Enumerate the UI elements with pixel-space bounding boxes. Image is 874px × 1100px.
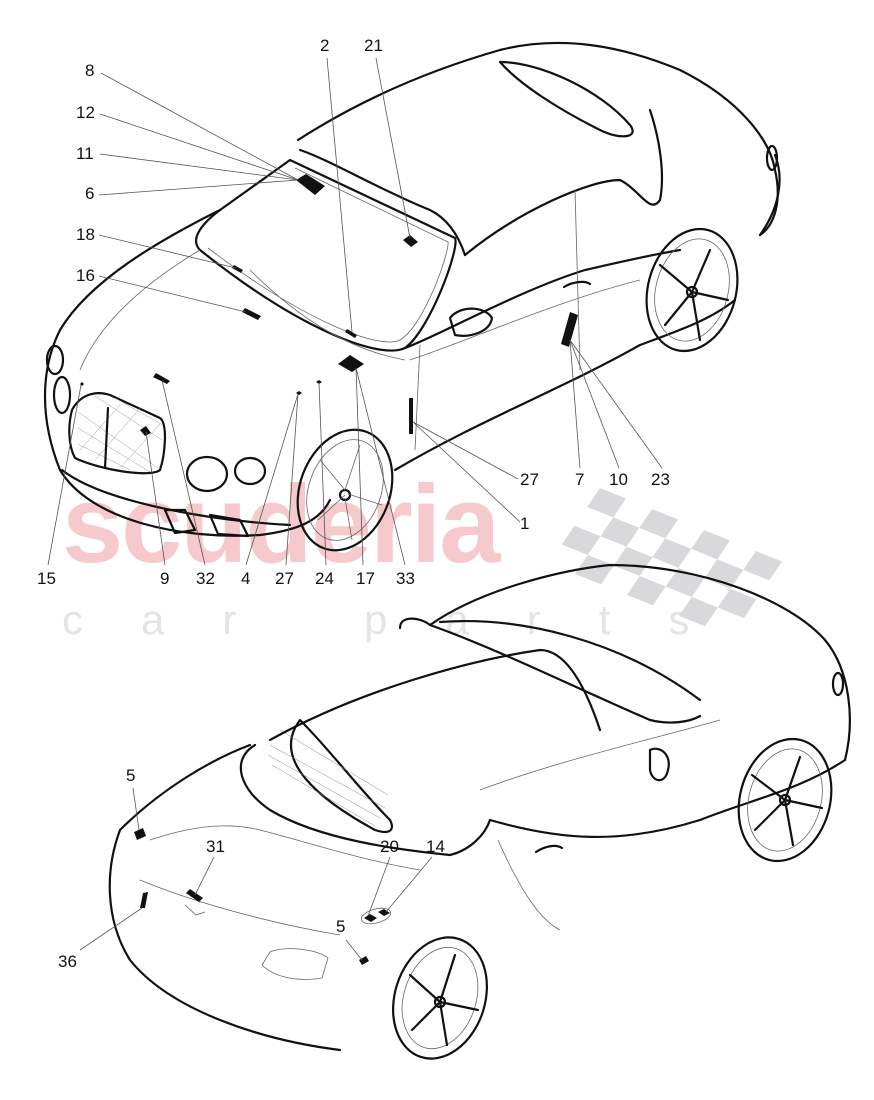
callout-12[interactable]: 12 bbox=[76, 103, 95, 122]
callout-27-side[interactable]: 27 bbox=[520, 470, 539, 489]
decal-windscreen-top bbox=[296, 174, 325, 195]
callout-7[interactable]: 7 bbox=[575, 470, 585, 489]
decal-32 bbox=[153, 373, 170, 384]
callout-5-left[interactable]: 5 bbox=[126, 766, 136, 785]
callout-23[interactable]: 23 bbox=[651, 470, 670, 489]
callout-17[interactable]: 17 bbox=[356, 569, 375, 588]
callout-32[interactable]: 32 bbox=[196, 569, 215, 588]
decal-16 bbox=[242, 308, 261, 320]
callout-1[interactable]: 1 bbox=[520, 514, 530, 533]
callout-31[interactable]: 31 bbox=[206, 837, 225, 856]
callout-10[interactable]: 10 bbox=[609, 470, 628, 489]
decal-5-right bbox=[359, 956, 369, 965]
decal-36 bbox=[140, 892, 148, 908]
callout-36[interactable]: 36 bbox=[58, 952, 77, 971]
callout-8[interactable]: 8 bbox=[85, 61, 95, 80]
decal-21 bbox=[403, 235, 418, 247]
callout-9[interactable]: 9 bbox=[160, 569, 170, 588]
callout-24[interactable]: 24 bbox=[315, 569, 334, 588]
decal-27 bbox=[296, 391, 302, 395]
callout-6[interactable]: 6 bbox=[85, 184, 95, 203]
decal-17-33 bbox=[338, 355, 364, 372]
decal-24 bbox=[316, 380, 322, 384]
decal-7-10-23 bbox=[561, 312, 578, 347]
callout-2[interactable]: 2 bbox=[320, 36, 330, 55]
callout-21[interactable]: 21 bbox=[364, 36, 383, 55]
callout-14[interactable]: 14 bbox=[426, 837, 445, 856]
watermark-tagline: car parts bbox=[62, 596, 748, 643]
callout-33[interactable]: 33 bbox=[396, 569, 415, 588]
callout-27-hood[interactable]: 27 bbox=[275, 569, 294, 588]
callout-18[interactable]: 18 bbox=[76, 225, 95, 244]
callout-20[interactable]: 20 bbox=[380, 837, 399, 856]
callout-16[interactable]: 16 bbox=[76, 266, 95, 285]
decal-31 bbox=[186, 889, 203, 902]
decal-5-left bbox=[134, 828, 146, 840]
decal-2 bbox=[345, 329, 357, 338]
callout-11[interactable]: 11 bbox=[76, 144, 94, 163]
decal-18 bbox=[232, 265, 243, 273]
callout-5-right[interactable]: 5 bbox=[336, 917, 346, 936]
callout-15[interactable]: 15 bbox=[37, 569, 56, 588]
decal-9 bbox=[140, 426, 151, 436]
callout-4[interactable]: 4 bbox=[241, 569, 251, 588]
decal-14 bbox=[378, 909, 390, 916]
decal-1-27 bbox=[409, 398, 413, 434]
decal-20 bbox=[364, 914, 377, 922]
